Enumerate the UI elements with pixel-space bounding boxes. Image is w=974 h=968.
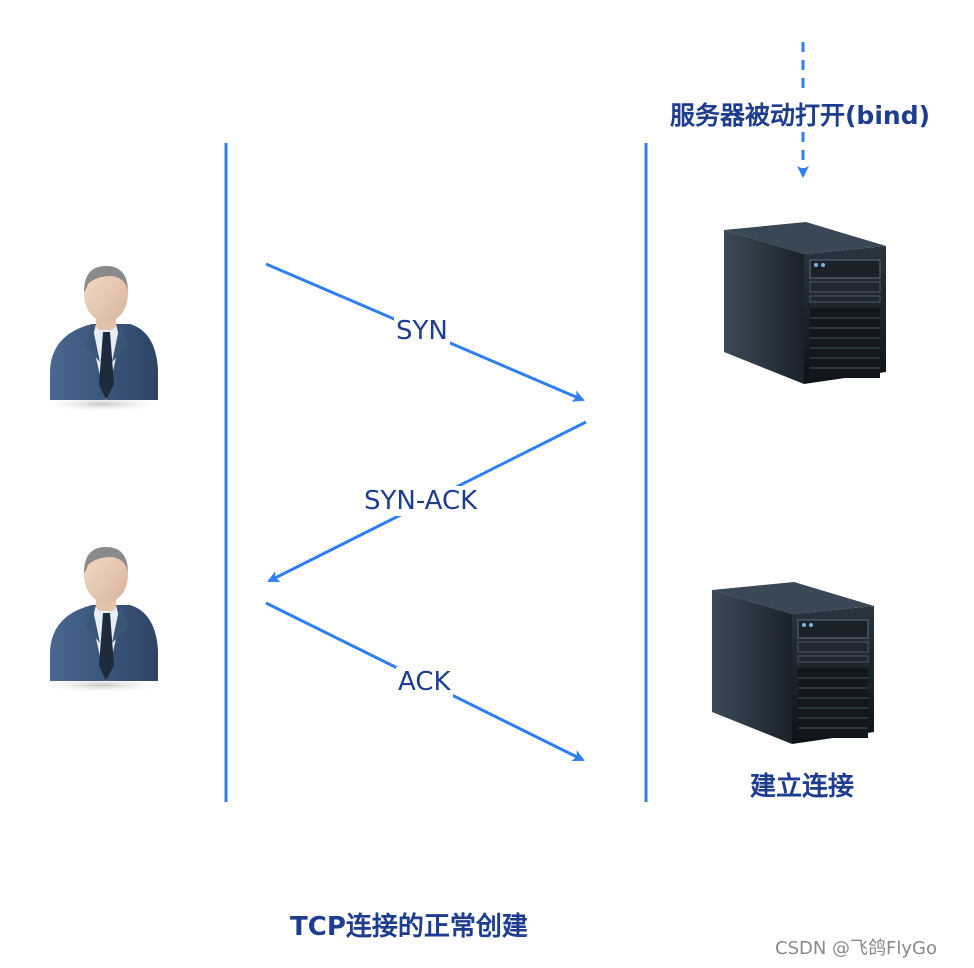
- connection-established-label: 建立连接: [750, 772, 855, 802]
- watermark: CSDN @飞鸽FlyGo: [775, 938, 938, 959]
- server-tower-icon: [712, 582, 874, 744]
- diagram-caption: TCP连接的正常创建: [290, 912, 528, 942]
- ack-label: ACK: [396, 667, 453, 697]
- client-person-icon: [36, 266, 168, 412]
- client-person-icon: [36, 547, 168, 693]
- syn-ack-label: SYN-ACK: [362, 486, 480, 516]
- server-tower-icon: [724, 222, 886, 384]
- server-passive-open-label: 服务器被动打开(bind): [668, 96, 933, 132]
- syn-label: SYN: [394, 316, 450, 346]
